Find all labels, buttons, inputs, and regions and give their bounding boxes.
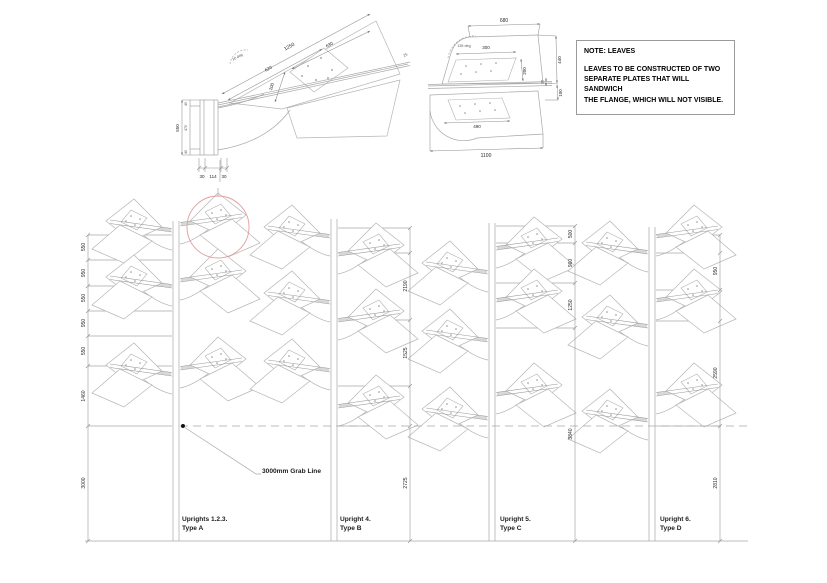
grab-line-label: 3000mm Grab Line (262, 468, 322, 475)
note-title: NOTE: LEAVES (584, 48, 636, 55)
dim-A-2: 950 (81, 269, 87, 278)
upright-C-leaves (406, 215, 578, 453)
upright-B-type: Type B (340, 525, 362, 533)
upright-A-leaves (90, 191, 262, 409)
dim-D-1: 950 (713, 267, 719, 276)
upright-label-D: Upright 6. Type D (660, 515, 691, 533)
upright-B-name: Upright 4. (340, 516, 371, 523)
dim-C-4: 3840 (568, 428, 574, 439)
upright-A-type: Type A (182, 525, 204, 533)
note-box: NOTE: LEAVES LEAVES TO BE CONSTRUCTED OF… (576, 40, 735, 115)
dim-C-3: 1250 (568, 299, 574, 310)
post-linework (199, 99, 219, 156)
dim-1250: 1250 (283, 42, 296, 53)
note-line-1: LEAVES TO BE CONSTRUCTED OF TWO (584, 66, 721, 74)
grab-line-leader (183, 426, 261, 475)
dim-tip: 25 (403, 52, 409, 57)
dim-114: 114 (209, 174, 217, 179)
dim-490: 490 (473, 124, 481, 129)
upright-D-leaves (566, 203, 738, 455)
dim-D-3: 2810 (713, 477, 719, 488)
upright-C-name: Upright 5. (500, 516, 531, 523)
dim-440: 440 (557, 56, 562, 64)
dim-30-right: 30 (221, 174, 227, 179)
uprights-elevation: 550 950 550 950 550 1460 3000 2190 1525 … (81, 188, 748, 544)
upright-label-B: Upright 4. Type B (340, 515, 371, 533)
upright-D-name: Upright 6. (660, 516, 691, 523)
dim-B-2: 1525 (403, 347, 409, 358)
dim-40-top: 40 (184, 102, 188, 106)
dim-100-plan: 100 (558, 89, 563, 97)
dim-200: 200 (522, 67, 527, 75)
side-detail-dimensions: 1250 620 630 100 550 40 470 40 30 114 30… (175, 13, 409, 179)
upright-D-type: Type D (660, 525, 682, 533)
dim-40-bottom: 40 (184, 150, 188, 154)
dim-620: 620 (264, 64, 273, 72)
dim-column-B: 2190 1525 2725 (403, 225, 413, 544)
dim-680: 680 (500, 18, 509, 24)
note-line-3: THE FLANGE, WHICH WILL NOT VISIBLE. (584, 96, 724, 104)
dim-35: 35 (541, 80, 545, 84)
dim-A-1: 550 (81, 243, 87, 252)
dim-B-1: 2190 (403, 280, 409, 291)
dim-A-5: 550 (81, 347, 87, 356)
dim-column-D: 950 2590 2810 (713, 232, 723, 544)
leaf-arm-side-detail: 1250 620 630 100 550 40 470 40 30 114 30… (175, 13, 411, 182)
dim-angle: 10 deg (232, 53, 244, 62)
upright-C-type: Type C (500, 525, 522, 533)
upright-label-A: Uprights 1.2.3. Type A (182, 515, 227, 533)
dim-630: 630 (325, 40, 334, 48)
dim-B-3: 2725 (403, 477, 409, 488)
upright-label-C: Upright 5. Type C (500, 515, 531, 533)
upright-A-name: Uprights 1.2.3. (182, 516, 228, 523)
dim-550: 550 (175, 124, 180, 132)
dim-column-A: 550 950 550 950 550 1460 3000 (81, 232, 91, 544)
dim-A-6: 1460 (81, 390, 87, 401)
dim-470: 470 (184, 125, 188, 131)
leaf-plan-detail: 680 300 200 440 100 35 490 1100 135 deg (427, 18, 563, 159)
note-line-2: SEPARATE PLATES THAT WILL SANDWICH (584, 76, 690, 94)
dim-C-1: 500 (568, 230, 574, 239)
leaf-assembly (217, 20, 411, 151)
dim-A-7: 3000 (81, 477, 87, 488)
dim-A-4: 950 (81, 319, 87, 328)
dim-C-2: 960 (568, 259, 574, 268)
dim-1100: 1100 (481, 153, 492, 159)
upright-posts (172, 219, 656, 541)
dim-A-3: 550 (81, 294, 87, 303)
dim-column-C: 500 960 1250 3840 (568, 223, 578, 544)
dim-angle-plan: 135 deg (457, 44, 470, 48)
dim-D-2: 2590 (713, 367, 719, 378)
dim-30-left: 30 (199, 174, 205, 179)
plan-leaf-linework (427, 34, 553, 142)
dim-100: 100 (268, 82, 275, 91)
dim-300: 300 (482, 45, 490, 50)
upright-B-leaves (248, 203, 420, 441)
plan-detail-dimensions: 680 300 200 440 100 35 490 1100 135 deg (429, 18, 563, 159)
